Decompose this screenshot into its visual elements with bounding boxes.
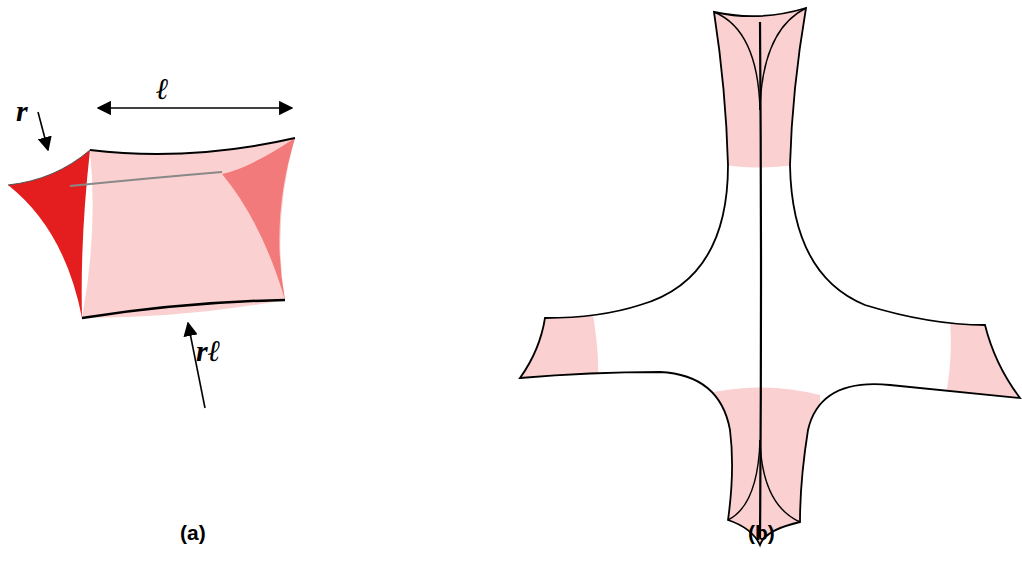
radius-arrow	[38, 112, 48, 150]
length-label: ℓ	[156, 74, 169, 104]
film-edge	[760, 8, 806, 110]
panel-label: (a)	[180, 522, 206, 543]
film-edge	[714, 12, 760, 110]
border-edge	[90, 138, 295, 154]
border-edge	[82, 300, 285, 318]
border-face	[82, 138, 295, 318]
shaded-channel-ends	[500, 0, 1022, 560]
border-end-right	[222, 138, 295, 300]
panel-label: (b)	[748, 522, 775, 543]
radius-label: rℓ	[196, 336, 221, 366]
film-edge	[760, 440, 800, 522]
border-edge	[8, 150, 90, 185]
foam-junction	[500, 0, 1022, 560]
length-dimension	[98, 107, 292, 109]
film-edge	[728, 440, 760, 520]
channel-outline	[520, 8, 1020, 545]
plateau-border	[8, 138, 295, 318]
border-end-left	[8, 150, 90, 318]
radius-label: r	[16, 96, 28, 126]
hidden-edge	[70, 172, 222, 186]
